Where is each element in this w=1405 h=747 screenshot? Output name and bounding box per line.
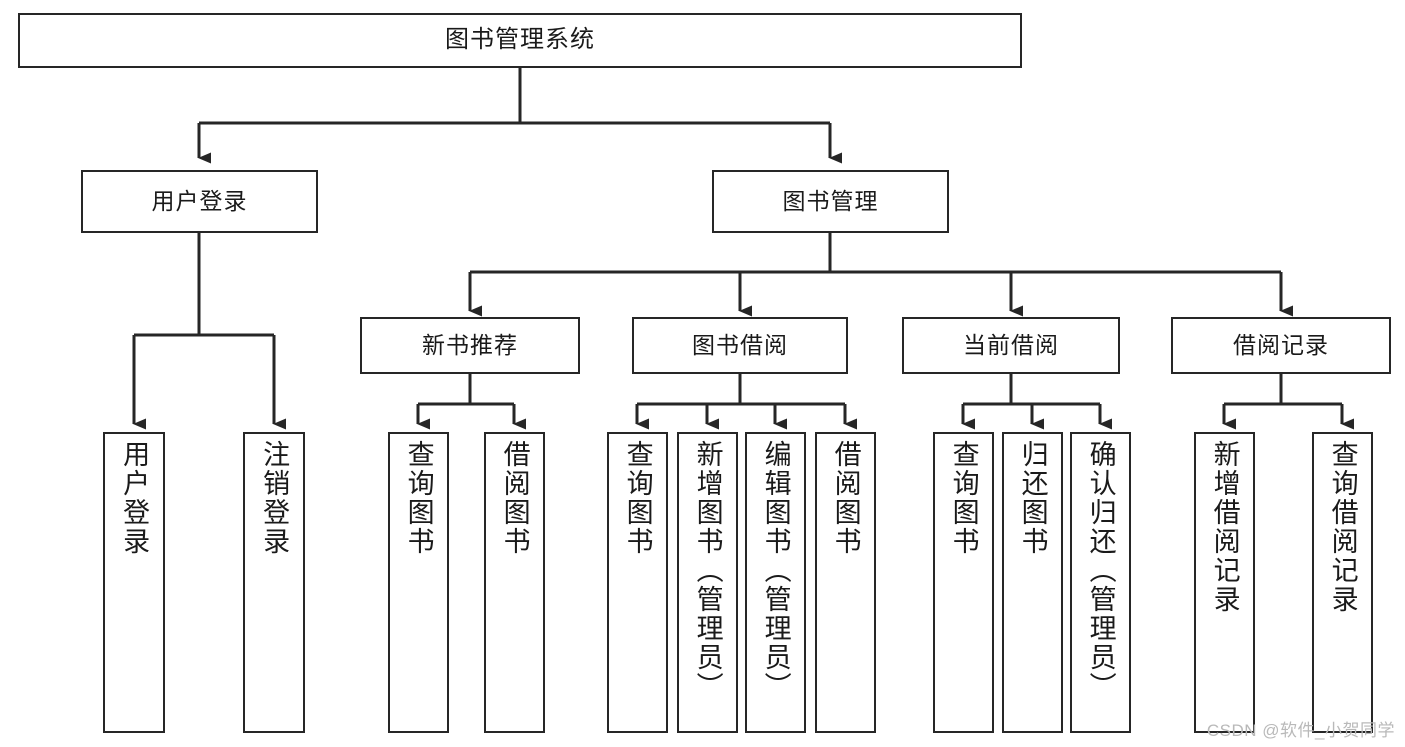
leaf-current-confirm-return-label: 确认归还（管理员）: [1085, 440, 1116, 701]
leaf-borrow-borrow-book[interactable]: 借阅图书: [815, 432, 876, 733]
node-root[interactable]: 图书管理系统: [18, 13, 1022, 68]
leaf-user-login-logout-label: 注销登录: [259, 440, 290, 556]
leaf-current-query-book[interactable]: 查询图书: [933, 432, 994, 733]
leaf-current-query-book-label: 查询图书: [948, 440, 979, 556]
leaf-current-return-book-label: 归还图书: [1017, 440, 1048, 556]
leaf-user-login-logout[interactable]: 注销登录: [243, 432, 305, 733]
leaf-recommend-borrow-book-label: 借阅图书: [499, 440, 530, 556]
leaf-record-query-record[interactable]: 查询借阅记录: [1312, 432, 1373, 733]
leaf-borrow-query-book[interactable]: 查询图书: [607, 432, 668, 733]
leaf-borrow-add-book-label: 新增图书（管理员）: [692, 440, 723, 701]
leaf-current-return-book[interactable]: 归还图书: [1002, 432, 1063, 733]
watermark: CSDN @软件_小贺同学: [1206, 721, 1395, 740]
node-current-borrow-label: 当前借阅: [963, 331, 1059, 358]
leaf-record-add-record-label: 新增借阅记录: [1209, 440, 1240, 614]
node-root-label: 图书管理系统: [445, 26, 595, 54]
leaf-current-confirm-return[interactable]: 确认归还（管理员）: [1070, 432, 1131, 733]
node-book-borrow[interactable]: 图书借阅: [632, 317, 848, 374]
leaf-record-add-record[interactable]: 新增借阅记录: [1194, 432, 1255, 733]
leaf-borrow-edit-book[interactable]: 编辑图书（管理员）: [745, 432, 806, 733]
leaf-recommend-borrow-book[interactable]: 借阅图书: [484, 432, 545, 733]
node-book-management[interactable]: 图书管理: [712, 170, 949, 233]
node-new-book-recommend-label: 新书推荐: [422, 331, 518, 358]
leaf-user-login-login-label: 用户登录: [119, 440, 150, 556]
leaf-borrow-query-book-label: 查询图书: [622, 440, 653, 556]
node-current-borrow[interactable]: 当前借阅: [902, 317, 1120, 374]
node-user-login[interactable]: 用户登录: [81, 170, 318, 233]
leaf-recommend-query-book-label: 查询图书: [403, 440, 434, 556]
leaf-user-login-login[interactable]: 用户登录: [103, 432, 165, 733]
node-borrow-record[interactable]: 借阅记录: [1171, 317, 1391, 374]
node-borrow-record-label: 借阅记录: [1233, 331, 1329, 358]
node-user-login-label: 用户登录: [151, 187, 248, 214]
leaf-borrow-add-book[interactable]: 新增图书（管理员）: [677, 432, 738, 733]
leaf-recommend-query-book[interactable]: 查询图书: [388, 432, 449, 733]
leaf-borrow-borrow-book-label: 借阅图书: [830, 440, 861, 556]
leaf-borrow-edit-book-label: 编辑图书（管理员）: [760, 440, 791, 701]
leaf-record-query-record-label: 查询借阅记录: [1327, 440, 1358, 614]
node-book-borrow-label: 图书借阅: [692, 331, 788, 358]
node-new-book-recommend[interactable]: 新书推荐: [360, 317, 580, 374]
node-book-management-label: 图书管理: [782, 187, 879, 214]
